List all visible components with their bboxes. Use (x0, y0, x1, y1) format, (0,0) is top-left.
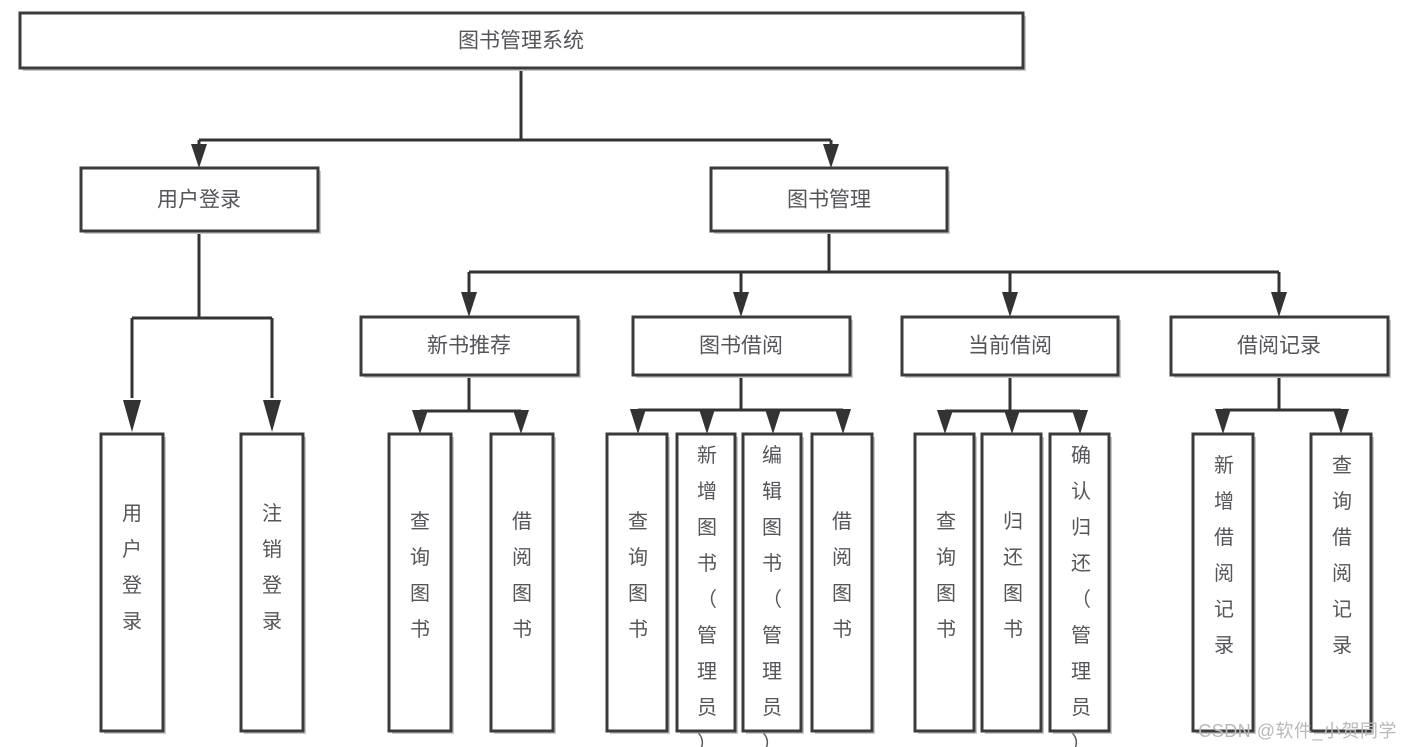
leaf-box (810, 432, 875, 734)
leaf-label-confirm-return: 确认归还（管理员） (1071, 444, 1091, 747)
leaf-label-borrow-book-new: 借阅图书 (512, 510, 532, 641)
edges-root-to-level1 (191, 68, 839, 168)
node-book-management-label: 图书管理 (787, 189, 871, 212)
node-user-login-label: 用户登录 (157, 189, 241, 212)
leaf-label-add-borrow-record: 新增借阅记录 (1214, 454, 1234, 657)
edges-book-borrow-to-leaves (630, 377, 851, 434)
leaf-label-query-book-new: 查询图书 (410, 510, 430, 641)
leaf-label-query-borrow-record: 查询借阅记录 (1332, 454, 1352, 657)
leaf-label-query-book-cb: 查询图书 (936, 510, 956, 641)
node-book-borrow-label: 图书借阅 (699, 335, 783, 358)
leaf-label-add-book-admin: 新增图书（管理员） (697, 444, 717, 747)
leaf-label-borrow-book-bb: 借阅图书 (832, 510, 852, 641)
node-book-borrow[interactable]: 图书借阅 (631, 315, 853, 378)
node-book-management[interactable]: 图书管理 (709, 166, 950, 234)
leaf-box (1048, 432, 1112, 734)
leaf-label-logout: 注销登录 (262, 502, 282, 633)
edges-new-book-to-leaves (412, 377, 529, 434)
node-current-borrow-label: 当前借阅 (968, 335, 1052, 358)
leaf-box (1309, 432, 1374, 734)
leaf-box (675, 432, 738, 734)
node-root[interactable]: 图书管理系统 (18, 11, 1026, 71)
leaf-box (913, 432, 977, 734)
leaf-box (741, 432, 804, 734)
edges-borrow-record-to-leaves (1215, 377, 1349, 434)
node-current-borrow[interactable]: 当前借阅 (900, 315, 1121, 378)
node-new-book-recommend[interactable]: 新书推荐 (359, 315, 581, 378)
edges-book-management-to-level2 (461, 232, 1287, 317)
node-root-label: 图书管理系统 (458, 30, 584, 53)
leaf-label-query-book-bb: 查询图书 (628, 510, 648, 641)
leaf-box (980, 432, 1044, 734)
edges-user-login-to-leaves (123, 232, 281, 432)
leaf-labels: 用户登录 注销登录 查询图书 借阅图书 查询图书 新增图书（管理员） 编辑图书（… (122, 444, 1352, 747)
node-borrow-record[interactable]: 借阅记录 (1169, 315, 1391, 378)
leaf-label-edit-book-admin: 编辑图书（管理员） (762, 444, 782, 747)
leaf-label-user-login: 用户登录 (122, 503, 142, 633)
leaf-box (489, 432, 556, 734)
leaf-box (99, 432, 166, 734)
leaf-boxes (99, 432, 1374, 734)
node-new-book-recommend-label: 新书推荐 (427, 335, 511, 358)
leaf-box (1191, 432, 1256, 734)
node-user-login[interactable]: 用户登录 (79, 166, 321, 234)
leaf-label-return-book: 归还图书 (1003, 510, 1023, 641)
edges-current-borrow-to-leaves (937, 377, 1088, 434)
leaf-box (239, 432, 306, 734)
leaf-box (605, 432, 670, 734)
leaf-box (387, 432, 454, 734)
node-borrow-record-label: 借阅记录 (1237, 335, 1321, 358)
